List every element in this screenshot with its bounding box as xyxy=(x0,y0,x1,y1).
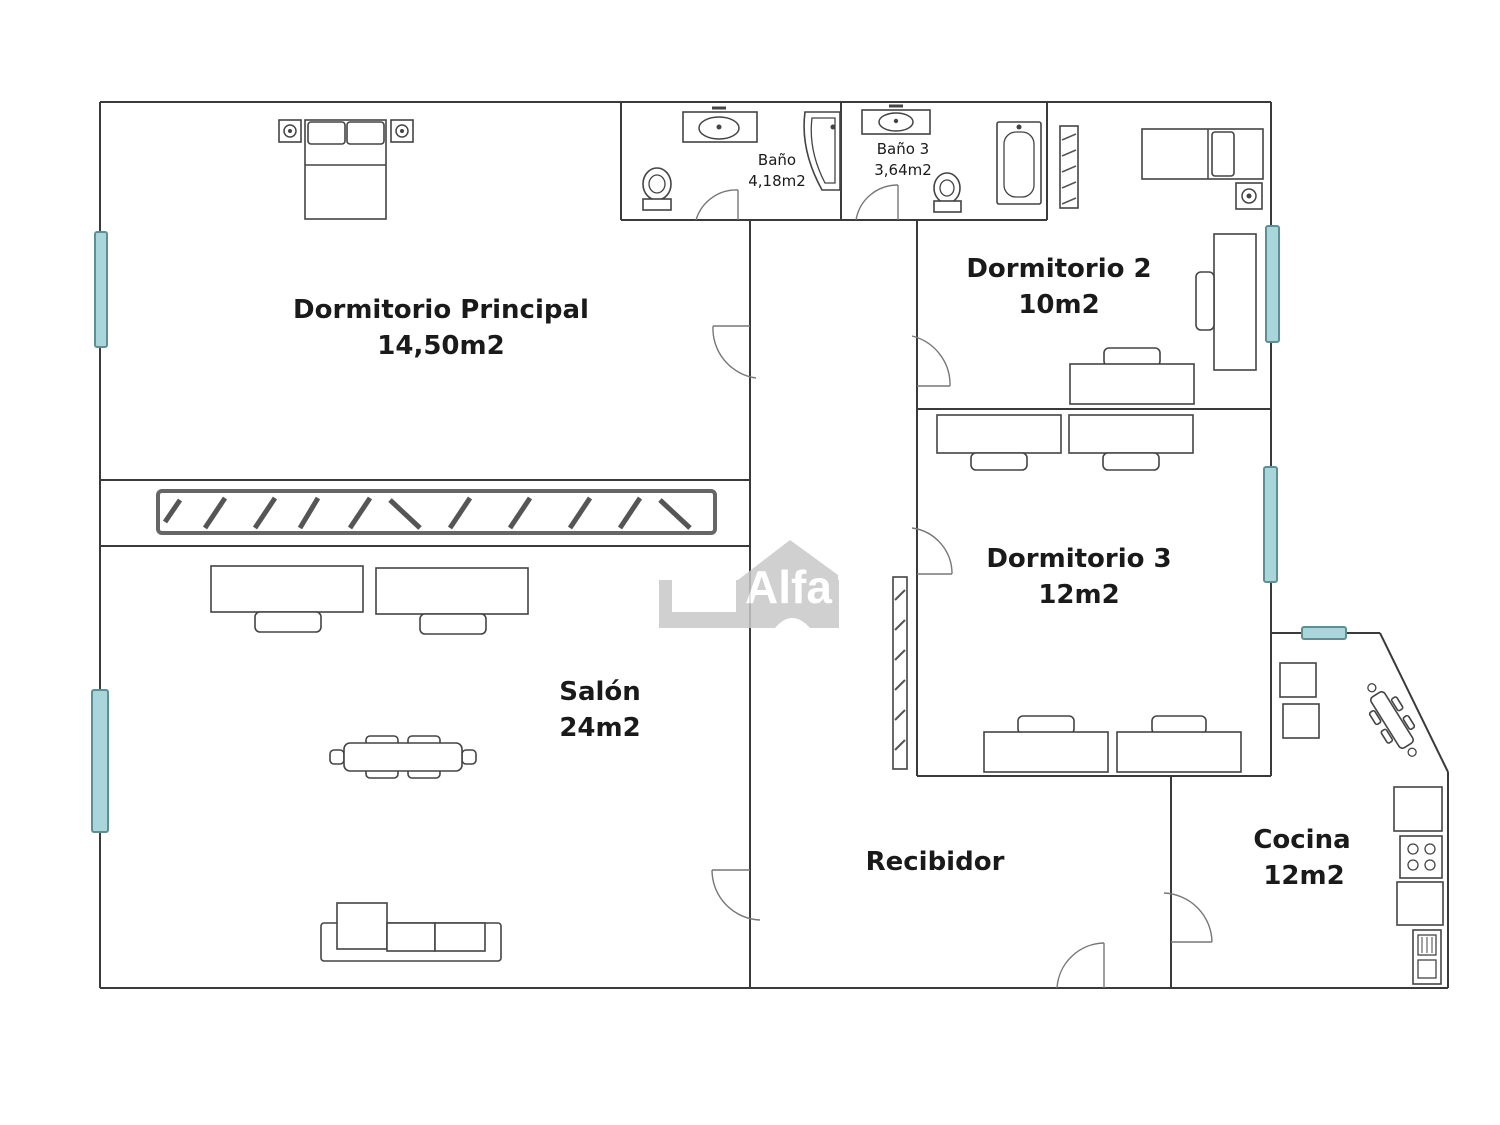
room-area-living: 24m2 xyxy=(559,713,640,743)
room-area-bath-2: 4,18m2 xyxy=(748,172,806,190)
wardrobe-icon xyxy=(892,576,908,770)
single-bed-icon xyxy=(1141,128,1264,210)
wardrobe-icon xyxy=(156,489,717,535)
shower-tray-icon xyxy=(803,111,841,191)
windows xyxy=(91,225,1347,833)
sink-icon xyxy=(1412,929,1442,985)
double-bed-icon xyxy=(278,119,414,220)
shelf-icon xyxy=(1279,662,1320,739)
room-name-hall: Recibidor xyxy=(866,847,1005,877)
bathtub-icon xyxy=(996,121,1042,205)
room-name-master-bedroom: Dormitorio Principal xyxy=(293,295,589,325)
desk-with-chair-icon xyxy=(936,414,1062,471)
desk-with-chair-icon xyxy=(1116,715,1242,773)
room-area-bedroom-3: 12m2 xyxy=(1038,580,1119,610)
watermark-text: Alfa xyxy=(745,561,832,613)
sink-icon xyxy=(682,106,758,143)
room-area-bedroom-2: 10m2 xyxy=(1018,290,1099,320)
window-kitchen xyxy=(1301,626,1347,640)
toilet-icon xyxy=(933,172,962,213)
room-name-bedroom-3: Dormitorio 3 xyxy=(986,544,1171,574)
room-area-master-bedroom: 14,50m2 xyxy=(377,331,504,361)
desk-with-chair-icon xyxy=(375,567,529,635)
room-area-kitchen: 12m2 xyxy=(1263,861,1344,891)
room-name-bath-3: Baño 3 xyxy=(877,140,929,158)
room-name-kitchen: Cocina xyxy=(1253,825,1350,855)
room-name-living: Salón xyxy=(559,677,641,707)
doors xyxy=(695,184,1213,989)
room-labels: Dormitorio Principal 14,50m2 Baño 4,18m2… xyxy=(293,140,1351,891)
desk-with-chair-icon xyxy=(1068,414,1194,471)
walls xyxy=(99,101,1449,989)
watermark-logo: Alfa xyxy=(659,540,839,628)
kitchen-counter-icon xyxy=(1393,786,1443,879)
dining-table-icon xyxy=(329,735,477,779)
window-living-room xyxy=(91,689,109,833)
room-area-bath-3: 3,64m2 xyxy=(874,161,932,179)
window-master-bedroom xyxy=(94,231,108,348)
radiator-icon xyxy=(1059,125,1079,209)
sofa-icon xyxy=(320,902,502,962)
desk-with-chair-icon xyxy=(1195,233,1257,371)
room-name-bedroom-2: Dormitorio 2 xyxy=(966,254,1151,284)
kitchen-counter-icon xyxy=(1396,881,1444,926)
toilet-icon xyxy=(642,167,672,211)
window-bedroom-3 xyxy=(1263,466,1278,583)
desk-with-chair-icon xyxy=(1069,347,1195,405)
window-bedroom-2 xyxy=(1265,225,1280,343)
dining-table-icon xyxy=(1367,683,1417,757)
room-name-bath-2: Baño xyxy=(758,151,796,169)
sink-icon xyxy=(861,104,931,135)
desk-with-chair-icon xyxy=(210,565,364,633)
desk-with-chair-icon xyxy=(983,715,1109,773)
